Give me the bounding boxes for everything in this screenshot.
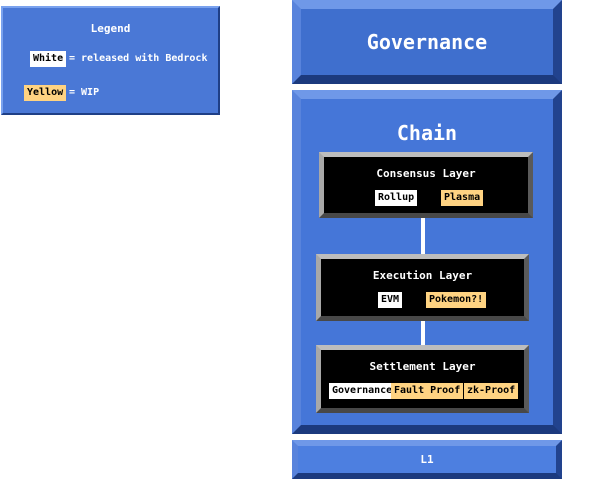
governance-chip: Governance — [329, 383, 396, 399]
connector-consensus-execution — [421, 218, 425, 254]
execution-layer-box: Execution Layer EVM Pokemon?! — [316, 254, 529, 321]
legend-panel: Legend White = released with Bedrock Yel… — [1, 6, 220, 115]
legend-yellow-description: = WIP — [69, 87, 100, 98]
legend-white-description: = released with Bedrock — [69, 53, 208, 64]
consensus-layer-box: Consensus Layer Rollup Plasma — [319, 152, 533, 218]
l1-label: L1 — [420, 453, 434, 466]
fault-proof-chip: Fault Proof — [391, 383, 464, 399]
legend-title: Legend — [90, 22, 131, 35]
settlement-layer-box: Settlement Layer Governance Fault Proof … — [316, 345, 529, 413]
execution-layer-title: Execution Layer — [372, 269, 473, 282]
legend-yellow-chip: Yellow — [24, 85, 67, 101]
pokemon-chip: Pokemon?! — [426, 292, 487, 308]
rollup-chip: Rollup — [375, 190, 418, 206]
l1-block: L1 — [292, 440, 562, 479]
consensus-layer-title: Consensus Layer — [376, 167, 476, 180]
plasma-chip: Plasma — [441, 190, 484, 206]
governance-block: Governance — [292, 0, 562, 84]
governance-label: Governance — [366, 30, 488, 54]
chain-label: Chain — [396, 121, 458, 145]
evm-chip: EVM — [378, 292, 403, 308]
connector-execution-settlement — [421, 321, 425, 345]
legend-white-chip: White — [30, 51, 67, 67]
settlement-layer-title: Settlement Layer — [369, 360, 476, 373]
zk-proof-chip: zk-Proof — [464, 383, 519, 399]
